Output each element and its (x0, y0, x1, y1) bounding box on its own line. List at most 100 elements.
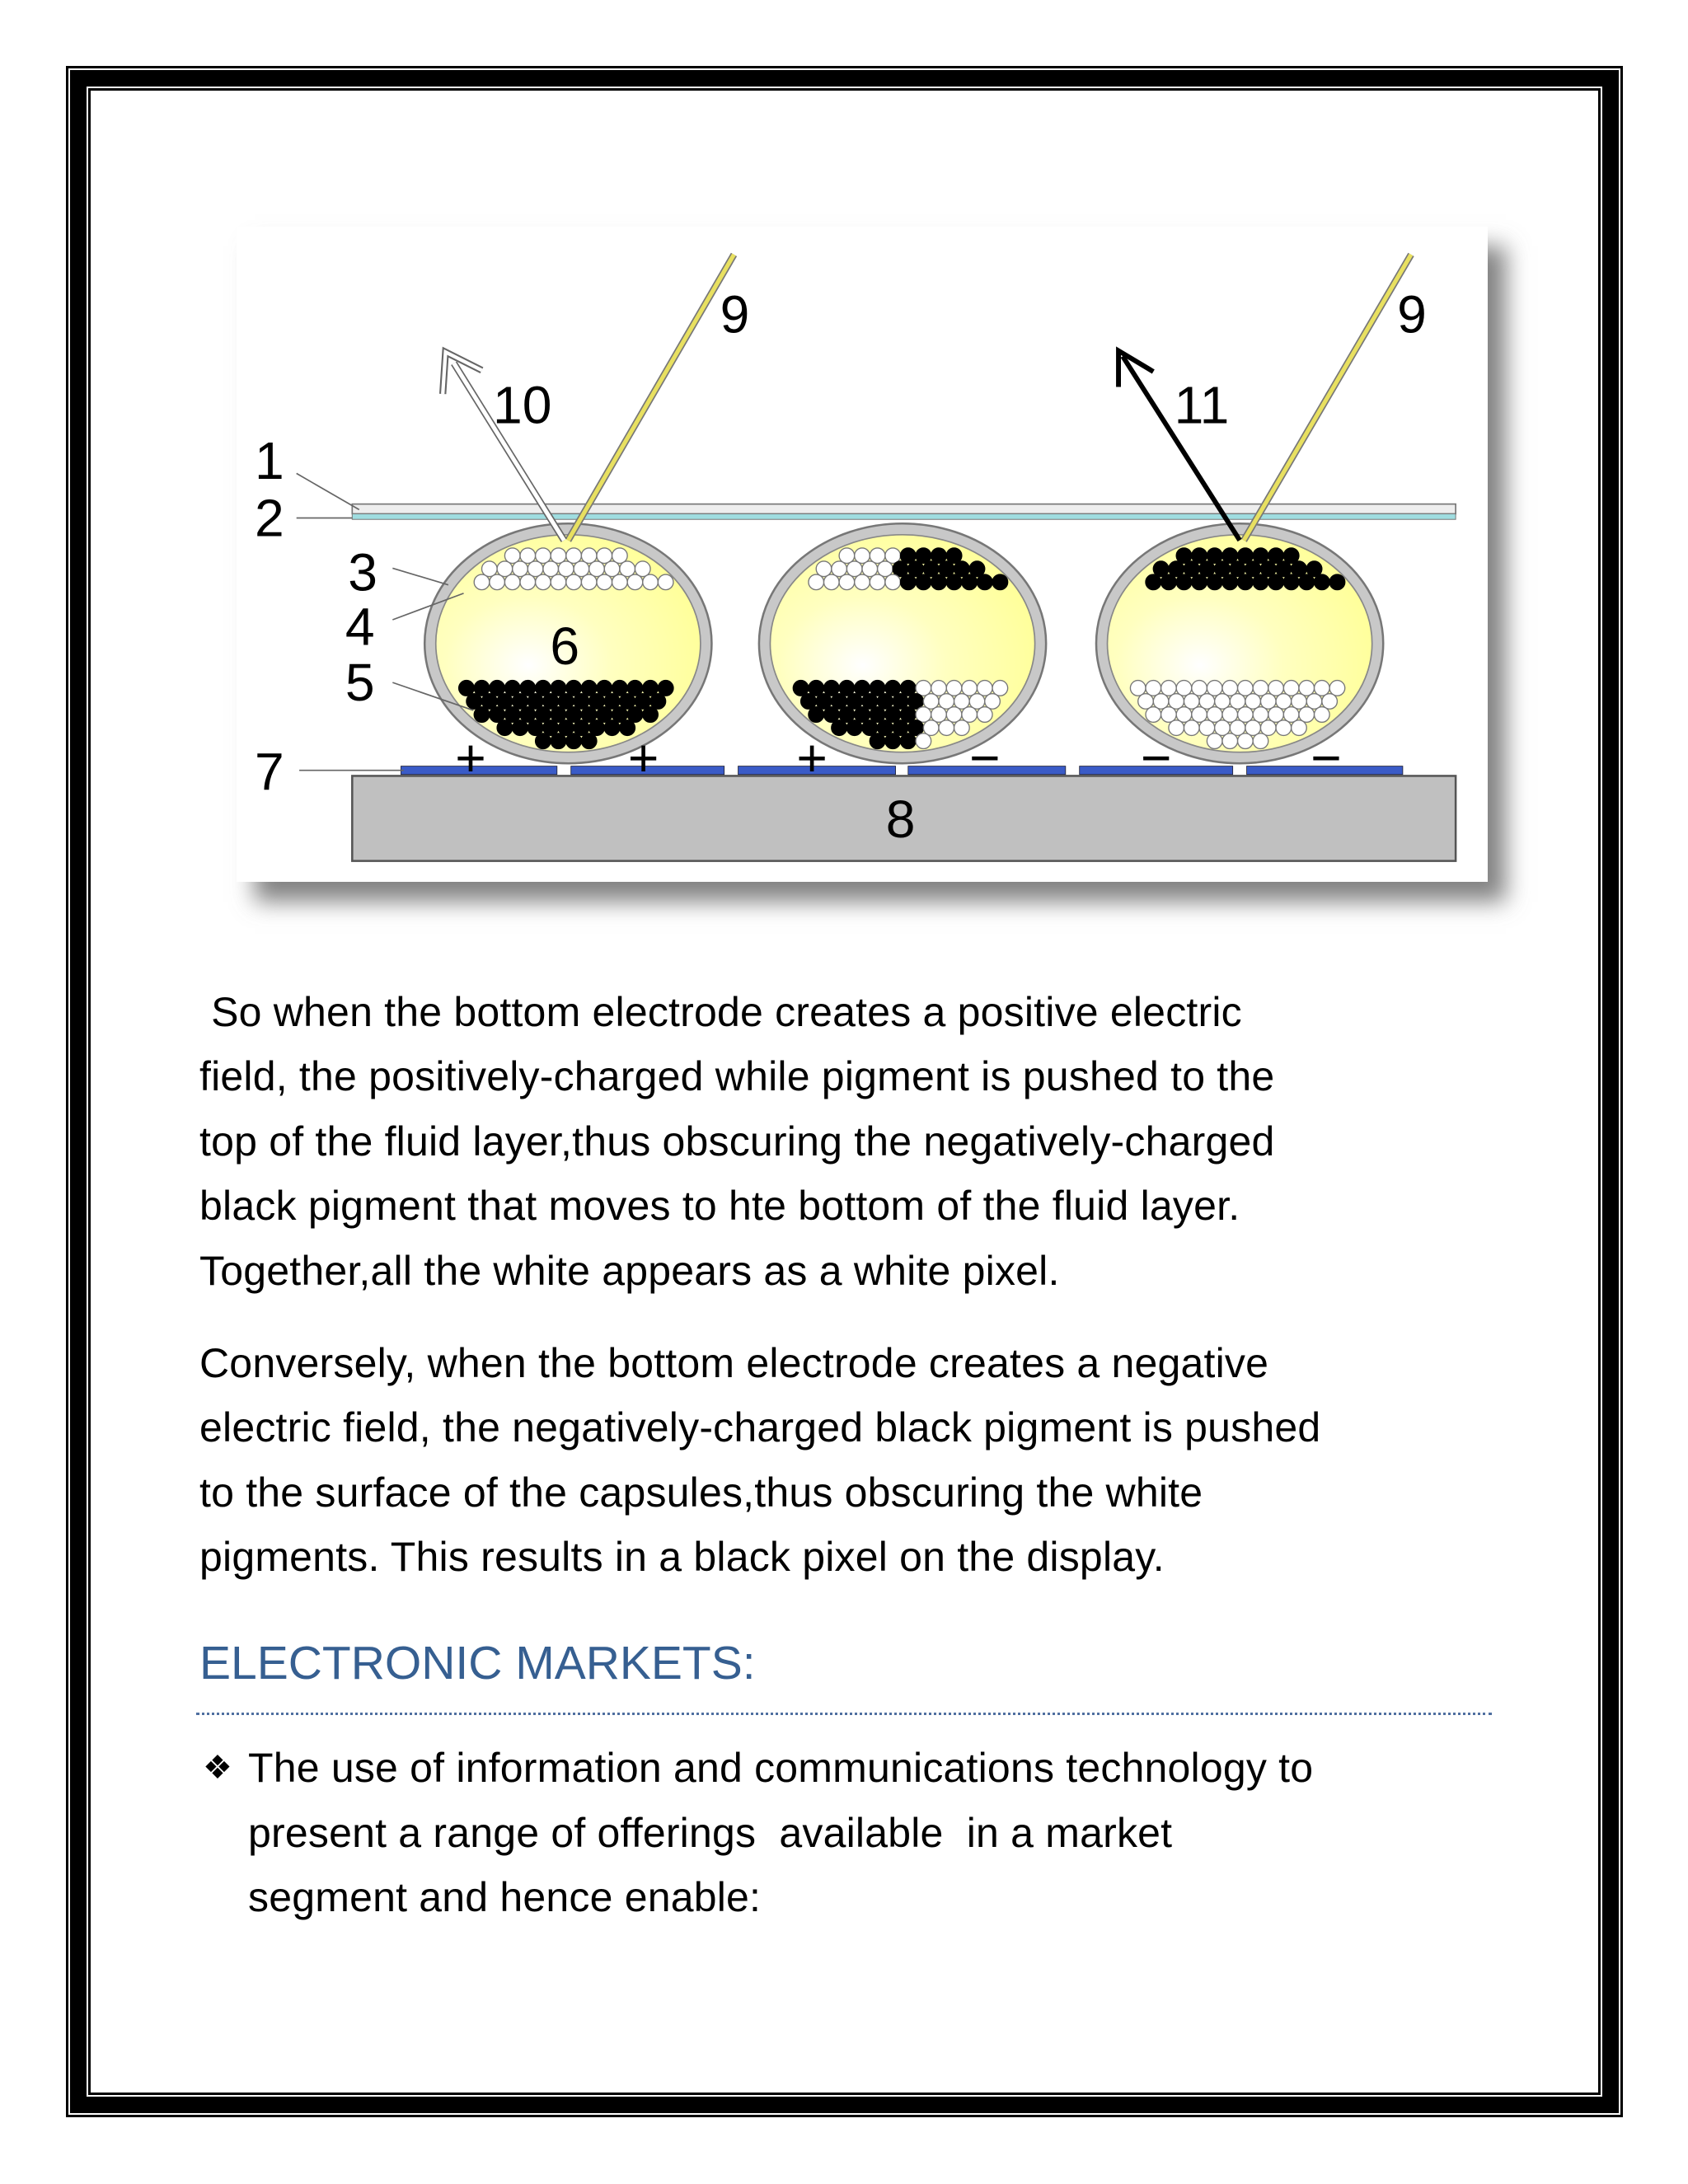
white-pigment-particle (1313, 706, 1330, 724)
section-heading: ELECTRONIC MARKETS: (199, 1637, 756, 1690)
top-electrode-layer (351, 513, 1456, 520)
leader-lines (296, 472, 474, 771)
page-border-inner (88, 88, 1601, 2095)
white-pigment-particle (808, 574, 825, 591)
incident-light-ray (566, 253, 736, 541)
black-pigment-particle (1306, 560, 1323, 578)
white-pigment-particle (657, 574, 674, 591)
white-pigment-particle (1221, 733, 1239, 750)
white-pigment-particle (611, 574, 628, 591)
label-2: 2 (255, 488, 284, 547)
electrode-sign: + (628, 728, 659, 787)
black-pigment-particle (619, 719, 636, 737)
white-pigment-particle (1252, 733, 1269, 750)
label-3: 3 (348, 542, 377, 602)
label-8: 8 (886, 790, 916, 849)
black-pigment-particle (1145, 574, 1162, 591)
white-pigment-particle (869, 574, 886, 591)
label-9: 9 (1397, 285, 1427, 344)
substrate (351, 775, 1457, 862)
reflected-light-arrow-white (438, 346, 567, 542)
page-border-outer (66, 66, 1623, 2117)
electrode-sign: + (455, 728, 486, 787)
paragraph1-line: So when the bottom electrode creates a p… (199, 989, 1242, 1035)
black-pigment-particle (534, 733, 551, 750)
white-pigment-particle (580, 574, 598, 591)
black-pigment-particle (550, 733, 567, 750)
top-transparent-layer (351, 503, 1456, 515)
paragraph2-line: pigments. This results in a black pixel … (199, 1534, 1165, 1580)
paragraph1-line: top of the fluid layer,thus obscuring th… (199, 1118, 1275, 1165)
diamond-bullet-icon: ❖ (203, 1750, 232, 1786)
incident-light-ray (1241, 253, 1414, 541)
paragraph2-line: to the surface of the capsules,thus obsc… (199, 1469, 1203, 1516)
black-pigment-particle (915, 574, 932, 591)
white-pigment-particle (489, 574, 506, 591)
black-pigment-particle (512, 719, 528, 737)
black-pigment-particle (1160, 574, 1177, 591)
black-pigment-particle (1206, 574, 1223, 591)
bottom-electrode (1079, 766, 1234, 776)
white-pigment-particle (550, 574, 567, 591)
white-pigment-particle (854, 574, 870, 591)
black-pigment-particle (945, 547, 963, 565)
black-pigment-particle (496, 719, 513, 737)
bullet-line: The use of information and communication… (248, 1745, 1314, 1791)
black-pigment-particle (930, 574, 947, 591)
white-pigment-particle (534, 574, 551, 591)
electrode-signs: +++−−− (455, 728, 1341, 787)
white-pigment-particle (1206, 733, 1223, 750)
black-pigment-particle (1313, 574, 1330, 591)
black-pigment-particle (1298, 574, 1315, 591)
black-pigment-particle (1282, 547, 1300, 565)
white-pigment-particle (884, 574, 902, 591)
black-pigment-particle (899, 574, 917, 591)
heading-dotted-rule (196, 1713, 1492, 1715)
white-pigment-particle (1329, 679, 1346, 696)
label-9: 9 (720, 285, 750, 344)
label-11: 11 (1175, 375, 1230, 434)
microcapsule (757, 523, 1048, 765)
page-border-thick (70, 70, 1619, 2113)
paragraph1-line: field, the positively-charged while pigm… (199, 1053, 1275, 1099)
label-10: 10 (493, 375, 551, 434)
black-pigment-particle (580, 733, 598, 750)
black-pigment-particle (1175, 574, 1193, 591)
white-pigment-particle (611, 547, 628, 565)
white-pigment-particle (1290, 719, 1307, 737)
absorbed-light-arrow-black (1116, 346, 1242, 542)
black-pigment-particle (992, 574, 1009, 591)
black-pigment-particle (1282, 574, 1300, 591)
white-pigment-particle (984, 692, 1001, 710)
capsules (423, 523, 1385, 765)
white-pigment-particle (519, 574, 537, 591)
label-4: 4 (345, 597, 375, 656)
black-pigment-particle (473, 706, 490, 724)
microcapsule (423, 523, 713, 765)
black-pigment-particle (1236, 574, 1254, 591)
black-pigment-particle (1329, 574, 1346, 591)
black-pigment-particle (1221, 574, 1239, 591)
electrode-sign: − (1141, 728, 1172, 787)
white-pigment-particle (992, 679, 1009, 696)
label-7: 7 (255, 742, 284, 801)
white-pigment-particle (473, 574, 490, 591)
paragraph2-line: electric field, the negatively-charged b… (199, 1404, 1321, 1451)
black-pigment-particle (846, 719, 863, 737)
black-pigment-particle (1268, 574, 1285, 591)
white-pigment-particle (596, 574, 613, 591)
white-pigment-particle (823, 574, 840, 591)
black-pigment-particle (1191, 574, 1208, 591)
white-pigment-particle (626, 574, 644, 591)
black-pigment-particle (961, 574, 978, 591)
white-pigment-particle (642, 574, 659, 591)
white-pigment-particle (565, 574, 583, 591)
black-pigment-particle (649, 692, 667, 710)
white-pigment-particle (976, 706, 993, 724)
black-pigment-particle (603, 719, 621, 737)
paragraph1-line: Together,all the white appears as a whit… (199, 1248, 1060, 1294)
paragraph2-line: Conversely, when the bottom electrode cr… (199, 1340, 1269, 1386)
label-1: 1 (255, 431, 284, 490)
white-pigment-particle (634, 560, 651, 578)
white-pigment-particle (1183, 719, 1200, 737)
